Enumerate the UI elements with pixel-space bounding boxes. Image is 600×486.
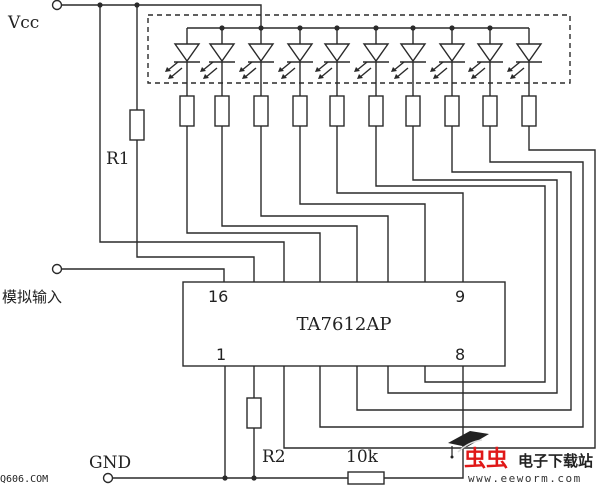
- led-series-resistor: [482, 95, 498, 127]
- resistor-r1: [129, 109, 145, 141]
- led10-wire: [283, 126, 596, 449]
- vcc-to-ic-wire: [99, 5, 285, 282]
- led-10: [507, 28, 543, 127]
- led-4: [278, 25, 314, 127]
- watermark-url: www.eeworm.com: [468, 472, 582, 485]
- junction-dot: [222, 475, 228, 481]
- led-8: [430, 25, 466, 127]
- led-series-resistor: [368, 95, 384, 127]
- led9-wire: [319, 126, 584, 428]
- ic-part-number: TA7612AP: [297, 314, 392, 335]
- diode-icon: [286, 43, 314, 63]
- watermark-site-name: 电子下载站: [518, 452, 593, 470]
- gnd-rail: [112, 366, 464, 479]
- led-series-resistor: [521, 95, 537, 127]
- watermark-q606: Q606.COM: [0, 474, 48, 485]
- led-1: [165, 28, 201, 127]
- junction-dot: [373, 25, 379, 31]
- vcc-terminal: [51, 0, 63, 11]
- junction-dot: [297, 25, 303, 31]
- led-7: [391, 25, 427, 127]
- led1-wire: [186, 126, 321, 282]
- analog-input-wire: [62, 268, 225, 282]
- led5-wire: [336, 126, 464, 282]
- analog-input-label: 模拟输入: [2, 288, 62, 306]
- led-5: [315, 25, 351, 127]
- diode-icon: [515, 43, 543, 63]
- light-emission-icon: [315, 61, 333, 79]
- light-emission-icon: [354, 61, 372, 79]
- led-series-resistor: [292, 95, 308, 127]
- led-array-boundary: [147, 14, 571, 84]
- led2-wire: [221, 126, 358, 282]
- led8-wire: [356, 126, 572, 411]
- pin-16-label: 16: [208, 287, 228, 306]
- junction-dot: [410, 25, 416, 31]
- vcc-rail: [62, 4, 262, 28]
- r1-label: R1: [106, 149, 130, 169]
- light-emission-icon: [468, 61, 486, 79]
- pin-8-label: 8: [455, 345, 465, 364]
- led4-wire: [299, 126, 426, 282]
- vcc-label: Vcc: [7, 13, 39, 33]
- junction-dot: [487, 25, 493, 31]
- led-series-resistor: [444, 95, 460, 127]
- junction-dot: [334, 25, 340, 31]
- resistor-r2: [246, 397, 262, 429]
- diode-icon: [208, 43, 236, 63]
- r1-wire: [136, 5, 255, 282]
- junction-dot: [219, 25, 225, 31]
- light-emission-icon: [507, 61, 525, 79]
- diode-icon: [476, 43, 504, 63]
- led-series-resistor: [329, 95, 345, 127]
- diode-icon: [247, 43, 275, 63]
- pin-9-label: 9: [455, 287, 465, 306]
- light-emission-icon: [430, 61, 448, 79]
- led-series-resistor: [179, 95, 195, 127]
- led-series-resistor: [405, 95, 421, 127]
- light-emission-icon: [200, 61, 218, 79]
- led6-wire: [375, 126, 546, 383]
- led7-wire: [387, 126, 558, 394]
- led-array: [165, 25, 543, 127]
- diode-icon: [399, 43, 427, 63]
- light-emission-icon: [391, 61, 409, 79]
- diode-icon: [173, 43, 201, 63]
- diode-icon: [438, 43, 466, 63]
- resistor-10k: [347, 471, 385, 485]
- led-9: [468, 25, 504, 127]
- watermark-logo-glyph: 虫虫: [464, 446, 508, 472]
- led-6: [354, 25, 390, 127]
- analog-input-terminal: [51, 263, 63, 275]
- pin-1-label: 1: [216, 345, 226, 364]
- light-emission-icon: [165, 61, 183, 79]
- graduation-cap-icon: [448, 431, 489, 459]
- diode-icon: [323, 43, 351, 63]
- gnd-terminal: [102, 472, 114, 484]
- light-emission-icon: [278, 61, 296, 79]
- junction-dot: [258, 25, 264, 31]
- r2-label: R2: [262, 447, 286, 467]
- junction-dot: [449, 25, 455, 31]
- led-series-resistor: [253, 95, 269, 127]
- led-3: [239, 25, 275, 127]
- gnd-label: GND: [89, 453, 131, 473]
- r-10k-label: 10k: [346, 447, 379, 467]
- light-emission-icon: [239, 61, 257, 79]
- diode-icon: [362, 43, 390, 63]
- led-series-resistor: [214, 95, 230, 127]
- led3-wire: [260, 126, 389, 282]
- led-2: [200, 25, 236, 127]
- ic-ta7612ap: [182, 281, 506, 367]
- junction-dot: [251, 475, 257, 481]
